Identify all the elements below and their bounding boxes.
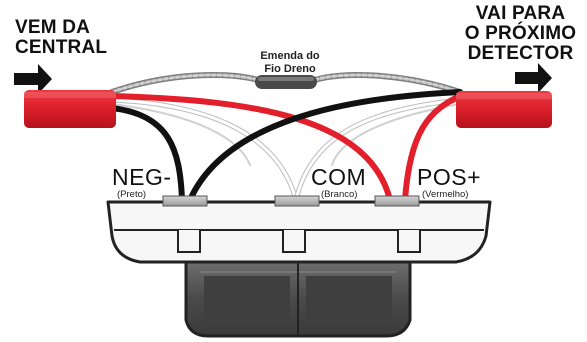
detector-housing xyxy=(184,260,412,338)
outgoing-cable xyxy=(456,91,552,128)
terminal-pos xyxy=(374,195,420,207)
terminal-com-label: COM xyxy=(311,164,367,190)
splice-label-line1: Emenda do xyxy=(260,50,320,62)
black-wires xyxy=(109,89,463,203)
terminal-pos-label: POS+ xyxy=(417,164,482,190)
terminal-neg-color: (Preto) xyxy=(117,189,147,200)
incoming-cable xyxy=(24,90,116,128)
terminal-com xyxy=(274,195,320,207)
splice-label: Emenda do Fio Dreno xyxy=(250,50,330,76)
incoming-label: VEM DA CENTRAL xyxy=(15,18,107,58)
outgoing-label-line2: O PRÓXIMO xyxy=(464,23,577,44)
drain-wire xyxy=(109,72,463,95)
incoming-label-line1: VEM DA xyxy=(15,17,91,38)
outgoing-label: VAI PARA O PRÓXIMO DETECTOR xyxy=(458,4,583,64)
detector-base xyxy=(106,200,492,264)
terminal-com-color: (Branco) xyxy=(321,189,358,200)
incoming-arrow-icon xyxy=(14,64,52,94)
terminal-pos-color: (Vermelho) xyxy=(422,189,469,200)
white-wires xyxy=(109,97,463,203)
terminal-neg-label: NEG- xyxy=(112,164,172,190)
outgoing-arrow-icon xyxy=(515,63,552,93)
incoming-label-line2: CENTRAL xyxy=(15,37,108,58)
outgoing-label-line3: DETECTOR xyxy=(467,43,574,64)
outgoing-label-line1: VAI PARA xyxy=(475,3,566,24)
terminal-neg xyxy=(162,195,208,207)
splice-label-line2: Fio Dreno xyxy=(264,63,316,75)
